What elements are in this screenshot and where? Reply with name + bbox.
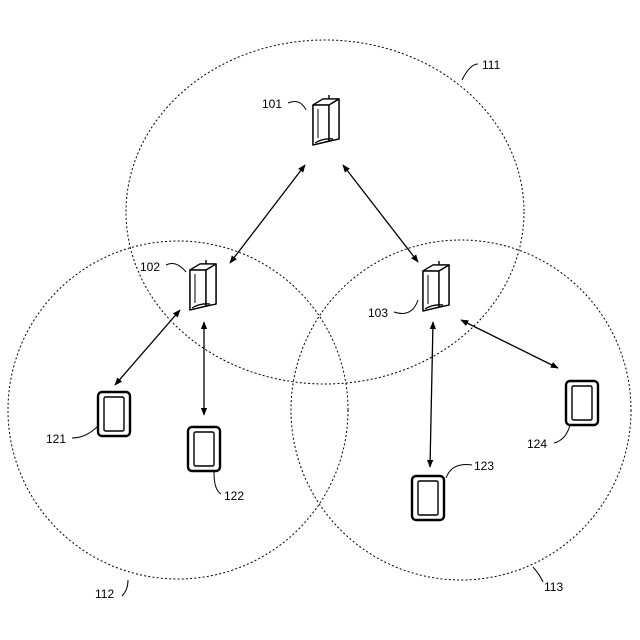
base-station-icon [313, 95, 339, 145]
leader-111 [462, 64, 478, 80]
device-122 [188, 427, 220, 471]
base-station-icon [423, 261, 449, 311]
base-station-103 [423, 261, 449, 311]
leader-124 [554, 425, 570, 443]
label-device-124: 124 [527, 437, 547, 451]
device-121 [98, 392, 130, 436]
handset-icon [98, 392, 130, 436]
handset-icon [566, 381, 598, 425]
label-bs-103: 103 [368, 306, 388, 320]
base-station-101 [313, 95, 339, 145]
link-101-102 [230, 165, 305, 263]
leader-102 [166, 264, 186, 272]
leader-103 [394, 300, 418, 314]
device-123 [412, 476, 444, 520]
handset-icon [412, 476, 444, 520]
label-bs-102: 102 [140, 260, 160, 274]
label-cell-112: 112 [95, 587, 114, 601]
link-101-103 [343, 165, 418, 262]
label-cell-111: 111 [482, 58, 501, 72]
leader-113 [533, 567, 543, 582]
leader-122 [214, 472, 221, 494]
link-103-124 [461, 320, 558, 368]
leader-101 [288, 102, 306, 110]
label-device-123: 123 [474, 459, 494, 473]
cell-111-boundary [126, 40, 524, 384]
base-station-icon [190, 260, 216, 310]
label-bs-101: 101 [262, 97, 282, 111]
handset-icon [188, 427, 220, 471]
base-station-102 [190, 260, 216, 310]
leader-112 [122, 580, 128, 596]
device-124 [566, 381, 598, 425]
link-102-121 [115, 310, 180, 385]
label-device-122: 122 [224, 489, 244, 503]
label-cell-113: 113 [544, 580, 563, 594]
leader-123 [446, 465, 472, 478]
link-103-123 [430, 322, 433, 467]
cell-112-boundary [8, 241, 348, 579]
label-device-121: 121 [46, 432, 66, 446]
leader-121 [72, 426, 98, 438]
